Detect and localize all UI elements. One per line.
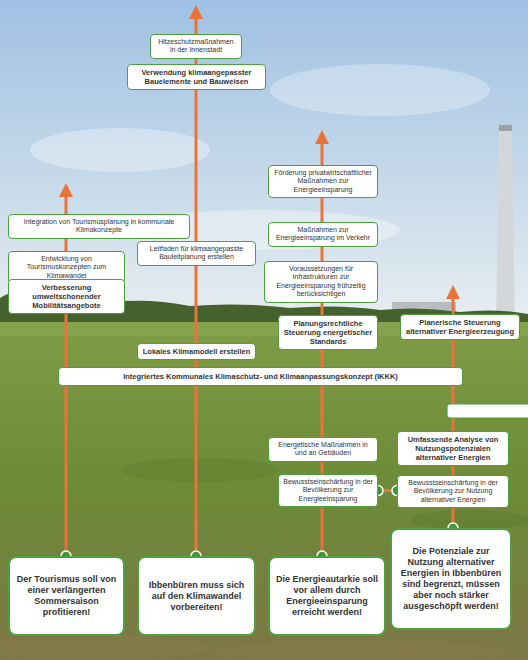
goal-box: Die Potenziale zur Nutzung alternativer … — [390, 528, 512, 630]
connector-line — [321, 462, 324, 474]
grass-patch — [120, 458, 280, 482]
arrow-head — [189, 5, 203, 19]
chimney-top — [499, 125, 512, 131]
arrow-shaft — [195, 17, 198, 34]
box-text: Bewusstseinschärfung in der Bevölkerung … — [402, 479, 504, 504]
measure-box: Umfassende Analyse von Nutzungspotenzial… — [397, 431, 509, 466]
arrow-shaft — [321, 142, 324, 165]
box-text: Ibbenbüren muss sich auf den Klimawandel… — [144, 580, 249, 613]
cloud — [30, 128, 210, 172]
box-text: Integriertes Kommunales Klimaschutz- und… — [65, 372, 456, 381]
connector-line — [321, 303, 324, 315]
connector-line — [321, 507, 324, 556]
goal-box: Die Energieautarkie soll vor allem durch… — [268, 556, 386, 636]
measure-box: Energetische Maßnahmen in und an Gebäude… — [268, 437, 378, 462]
connector-line — [321, 198, 324, 222]
box-text: Integration von Tourismusplanung in komm… — [13, 218, 185, 235]
grass-patch — [410, 510, 528, 530]
box-text: Maßnahmen zur Energieeinsparung im Verke… — [273, 226, 373, 243]
soil-patch — [0, 634, 210, 660]
box-text: Lokales Klimamodell erstellen — [142, 347, 251, 356]
measure-box: Bewusstseinschärfung in der Bevölkerung … — [397, 475, 509, 508]
connector-line — [452, 466, 455, 475]
connector-line — [65, 239, 68, 251]
box-text: Der Tourismus soll von einer verlängerte… — [15, 574, 118, 618]
arrow-shaft — [65, 195, 68, 214]
chimney — [496, 125, 515, 332]
concept-band: Integriertes Kommunales Klimaschutz- und… — [58, 367, 463, 386]
connector-line — [65, 314, 68, 556]
measure-box: Hitzeschutzmaßnahmen in der Innenstadt — [150, 34, 242, 59]
connector-line — [195, 90, 198, 241]
field — [0, 322, 528, 660]
arrow-head — [446, 285, 460, 299]
box-text: Planungsrechtliche Steuerung energetisch… — [283, 319, 373, 346]
box-text: Hitzeschutzmaßnahmen in der Innenstadt — [155, 38, 237, 55]
box-text: Die Potenziale zur Nutzung alternativer … — [397, 546, 505, 612]
measure-box: Integration von Tourismusplanung in komm… — [8, 214, 190, 239]
measure-box: Bewusstseinschärfung in der Bevölkerung … — [278, 474, 378, 507]
box-text: Entwicklung von Tourismuskonzepten zum K… — [13, 255, 120, 280]
measure-box: Förderung privatwirtschaftlicher Maßnahm… — [268, 165, 378, 198]
connector-line — [321, 350, 324, 437]
empty-box — [447, 404, 528, 418]
measure-box: Verbesserung umweltschonender Mobilitäts… — [8, 279, 125, 314]
arrow-shaft — [452, 297, 455, 314]
box-text: Förderung privatwirtschaftlicher Maßnahm… — [273, 169, 373, 194]
arrow-head — [315, 130, 329, 144]
box-text: Die Energieautarkie soll vor allem durch… — [275, 574, 379, 618]
box-text: Planerische Steuerung alternativer Energ… — [405, 318, 515, 336]
measure-box: Planungsrechtliche Steuerung energetisch… — [278, 315, 378, 350]
measure-box: Verwendung klimaangepasster Bauelemente … — [127, 64, 266, 90]
goal-box: Der Tourismus soll von einer verlängerte… — [8, 556, 125, 636]
soil-patch — [210, 640, 510, 660]
measure-box: Maßnahmen zur Energieeinsparung im Verke… — [268, 222, 378, 247]
measure-box: Voraussetzungen für Infrastrukturen zur … — [264, 261, 378, 303]
cloud — [270, 64, 490, 116]
goal-box: Ibbenbüren muss sich auf den Klimawandel… — [137, 556, 256, 636]
connector-line — [321, 247, 324, 261]
box-text: Energetische Maßnahmen in und an Gebäude… — [273, 441, 373, 458]
box-text: Voraussetzungen für Infrastrukturen zur … — [269, 265, 373, 299]
sky — [0, 0, 528, 322]
connector-line — [195, 266, 198, 343]
measure-box: Planerische Steuerung alternativer Energ… — [400, 314, 520, 340]
box-text: Verwendung klimaangepasster Bauelemente … — [132, 68, 261, 86]
box-text: Leitfaden für klimaangepasste Bauleitpla… — [142, 245, 251, 262]
arrow-head — [59, 183, 73, 197]
connector-line — [195, 360, 198, 556]
box-text: Bewusstseinschärfung in der Bevölkerung … — [283, 478, 373, 503]
measure-box: Leitfaden für klimaangepasste Bauleitpla… — [137, 241, 256, 266]
measure-box: Lokales Klimamodell erstellen — [137, 343, 256, 360]
box-text: Verbesserung umweltschonender Mobilitäts… — [13, 283, 120, 310]
box-text: Umfassende Analyse von Nutzungspotenzial… — [402, 435, 504, 462]
